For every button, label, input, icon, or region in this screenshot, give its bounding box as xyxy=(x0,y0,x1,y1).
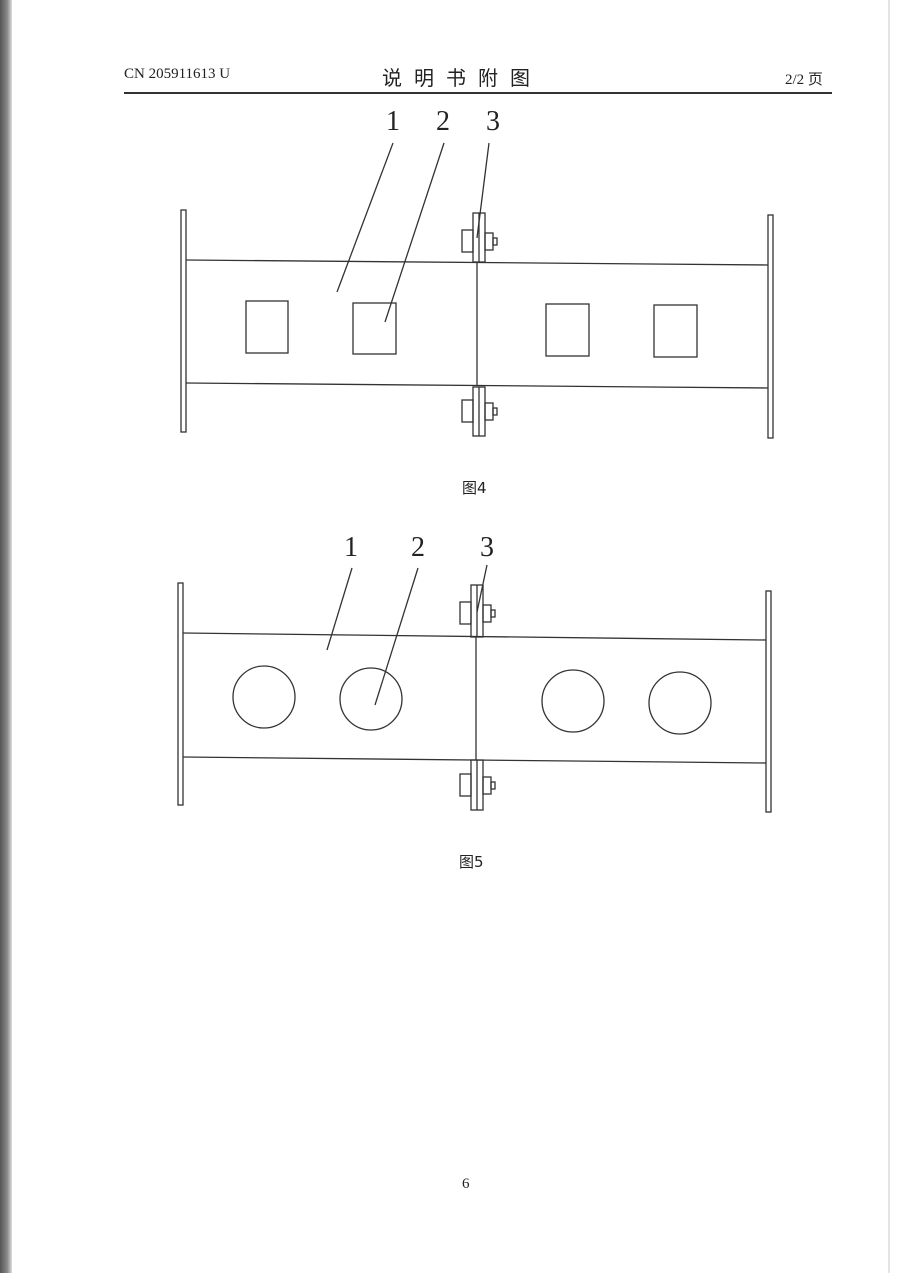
left-flange xyxy=(180,209,187,433)
left-flange xyxy=(177,582,184,806)
figure-5-caption: 图5 xyxy=(459,853,484,871)
figure-4-label-1: 1 xyxy=(386,106,400,137)
scan-edge-right xyxy=(888,0,890,1273)
publication-number: CN 205911613 U xyxy=(124,66,231,82)
leader-line-2 xyxy=(384,142,445,323)
square-opening xyxy=(352,302,397,355)
page-title: 说明书附图 xyxy=(382,66,542,90)
square-opening xyxy=(245,300,289,354)
figure-4-label-3: 3 xyxy=(486,106,500,137)
page-indicator: 2/2 页 xyxy=(785,72,823,88)
square-opening xyxy=(653,304,698,358)
circular-opening xyxy=(232,665,296,729)
right-flange xyxy=(767,214,774,439)
circular-opening xyxy=(541,669,605,733)
leader-line-3 xyxy=(476,564,488,613)
page-number: 6 xyxy=(462,1176,470,1192)
bolt-connector-bottom xyxy=(461,386,498,437)
figure-5-label-1: 1 xyxy=(344,532,358,563)
figure-4-caption: 图4 xyxy=(462,479,487,497)
right-flange xyxy=(765,590,772,813)
figure-4-label-2: 2 xyxy=(436,106,450,137)
header-rule xyxy=(124,92,832,94)
circular-opening xyxy=(339,667,403,731)
bolt-connector-bottom xyxy=(459,759,496,811)
figure-5-label-2: 2 xyxy=(411,532,425,563)
figure-5-drawing xyxy=(177,564,772,813)
figure-5-label-3: 3 xyxy=(480,532,494,563)
leader-line-2 xyxy=(374,567,419,706)
scan-edge xyxy=(0,0,12,1273)
leader-line-3 xyxy=(476,142,490,239)
figure-4-drawing xyxy=(180,142,774,439)
leader-line-1 xyxy=(326,567,353,651)
square-opening xyxy=(545,303,590,357)
circular-opening xyxy=(648,671,712,735)
leader-line-1 xyxy=(336,142,394,293)
